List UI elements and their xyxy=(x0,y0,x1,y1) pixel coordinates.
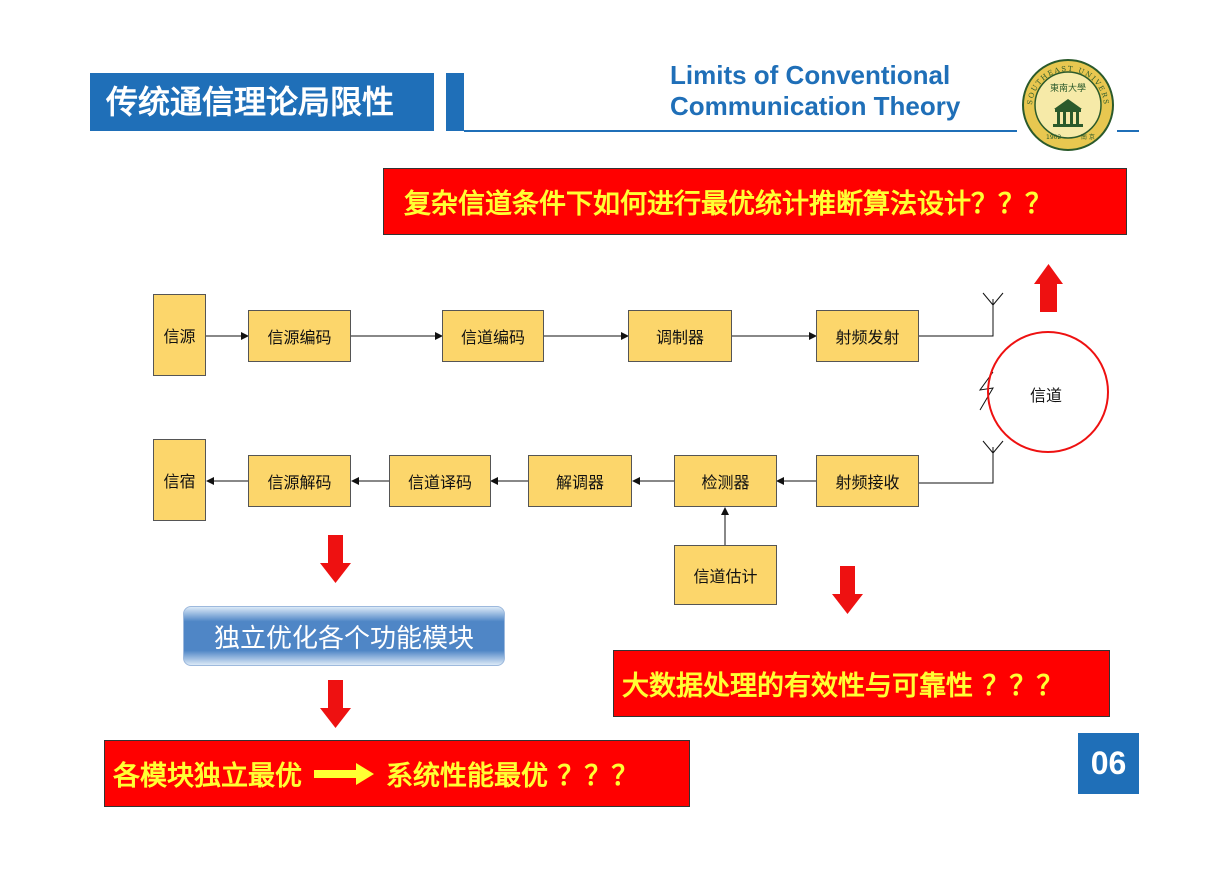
block-channel-encoding: 信道编码 xyxy=(442,310,544,362)
rx-antenna-feed xyxy=(919,447,994,484)
independent-optimization-box: 独立优化各个功能模块 xyxy=(183,606,505,666)
question-box-algorithm: 复杂信道条件下如何进行最优统计推断算法设计？？？ xyxy=(383,168,1127,235)
block-detector: 检测器 xyxy=(674,455,777,507)
header-divider xyxy=(464,130,1017,132)
block-rf-transmit: 射频发射 xyxy=(816,310,919,362)
page-title: 传统通信理论局限性 xyxy=(90,73,434,131)
block-rf-receive: 射频接收 xyxy=(816,455,919,507)
red-down-arrow-icon-2 xyxy=(320,680,351,728)
red-up-arrow-icon xyxy=(1034,264,1063,312)
rx-antenna-right xyxy=(992,440,1004,454)
system-optimal-text: 系统性能最优 ？？？ xyxy=(386,761,639,792)
block-demodulator: 解调器 xyxy=(528,455,632,507)
english-title-line2: Communication Theory xyxy=(670,91,961,121)
english-title-line1: Limits of Conventional xyxy=(670,60,951,90)
seal-year: 1902 xyxy=(1046,134,1061,141)
tx-antenna-right xyxy=(992,292,1004,306)
block-channel-estimation: 信道估计 xyxy=(674,545,777,605)
yellow-right-arrow-icon xyxy=(314,762,374,785)
block-sink: 信宿 xyxy=(153,439,206,521)
channel-label: 信道 xyxy=(1030,386,1063,405)
seal-center-text: 東南大學 xyxy=(1050,82,1086,94)
tx-antenna-feed xyxy=(919,299,994,337)
red-down-arrow-icon-3 xyxy=(832,566,863,614)
channel-circle xyxy=(987,331,1109,453)
title-accent-bar xyxy=(446,73,464,131)
block-channel-decoding: 信道译码 xyxy=(389,455,491,507)
question-box-system: 各模块独立最优 系统性能最优 ？？？ xyxy=(104,740,690,807)
module-optimal-text: 各模块独立最优 xyxy=(113,761,302,792)
block-modulator: 调制器 xyxy=(628,310,732,362)
university-seal-icon: SOUTHEAST UNIVERSITY 1902 南 京 東南大學 xyxy=(1018,57,1114,151)
seal-city: 南 京 xyxy=(1081,133,1095,141)
question-box-bigdata: 大数据处理的有效性与可靠性 ？？？ xyxy=(613,650,1110,717)
rx-antenna-left xyxy=(982,440,994,454)
english-title: Limits of Conventional Communication The… xyxy=(670,60,1010,122)
page-number: 06 xyxy=(1078,733,1139,794)
header-divider-right xyxy=(1117,130,1139,132)
block-source-encoding: 信源编码 xyxy=(248,310,351,362)
block-source: 信源 xyxy=(153,294,206,376)
channel-bolt-icon xyxy=(978,371,994,411)
tx-antenna-left xyxy=(982,292,994,306)
red-down-arrow-icon-1 xyxy=(320,535,351,583)
block-source-decoding: 信源解码 xyxy=(248,455,351,507)
